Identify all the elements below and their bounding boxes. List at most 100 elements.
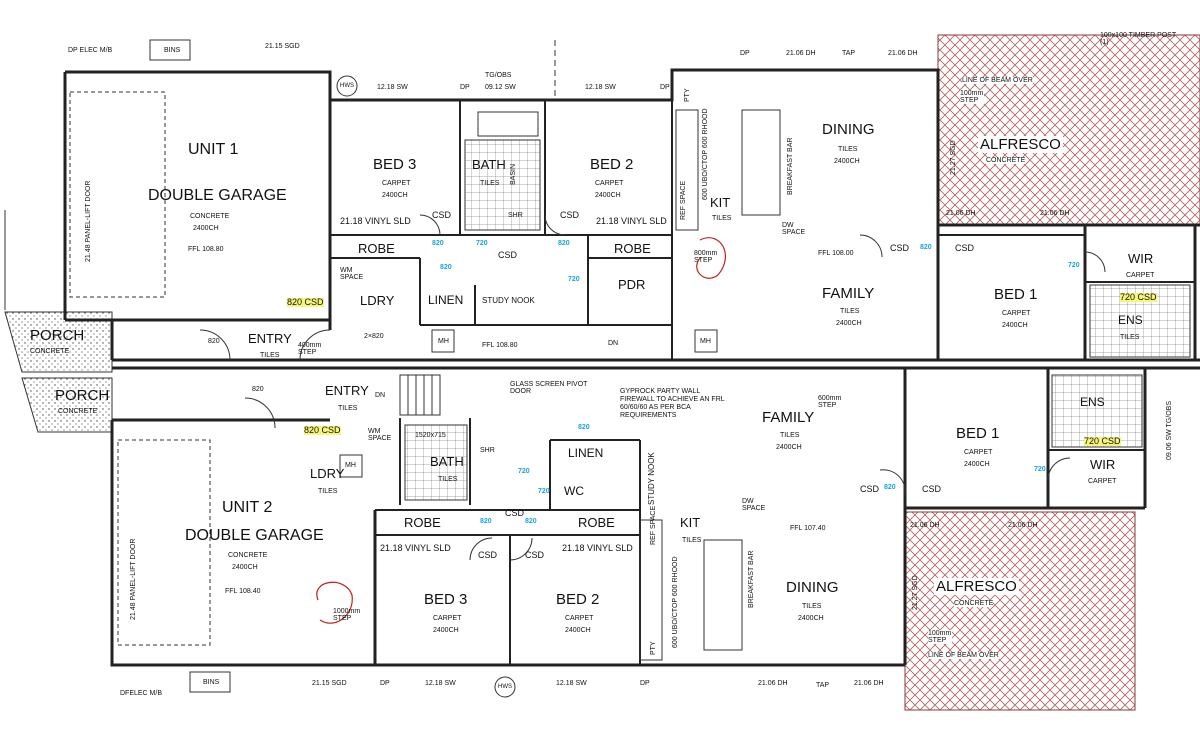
unit2-ens: ENS	[1080, 395, 1105, 409]
unit2-wir-carpet: CARPET	[1088, 478, 1117, 485]
unit2-door-820-d: 820	[884, 484, 896, 491]
unit1-door-720-b: 720	[568, 276, 580, 283]
unit1-shr: SHR	[508, 212, 523, 219]
unit1-dh-1: 21.06 DH	[786, 50, 816, 57]
unit1-kit: KIT	[710, 195, 731, 210]
unit1-csd-bed3: CSD	[432, 210, 452, 220]
unit2-ldry: LDRY	[310, 466, 345, 481]
unit2-pty: PTY	[650, 641, 657, 655]
unit1-dh-3: 21.06 DH	[946, 210, 976, 217]
unit1-dining-tiles: TILES	[838, 146, 858, 153]
unit1-dp-3: DP	[740, 50, 750, 57]
unit1-door-820-d: 820	[920, 244, 932, 251]
unit1-interior	[69, 91, 1195, 360]
unit2-sgd-side: 21.27 SGD	[912, 575, 919, 610]
unit2-dw-space: DW SPACE	[742, 498, 766, 512]
unit1-csd-720: 720 CSD	[1120, 292, 1157, 302]
unit2-porch: PORCH	[55, 387, 110, 404]
unit2-step-100: 100mm STEP	[928, 630, 952, 644]
unit1-2x820: 2×820	[364, 333, 384, 340]
unit2-dh-2: 21.06 DH	[854, 680, 884, 687]
alfresco-bottom-hatch	[904, 511, 1136, 711]
unit2-hws: HWS	[498, 684, 512, 690]
unit1-dn: DN	[608, 340, 619, 347]
red-annotation-bottom	[316, 581, 353, 624]
unit2-door-720-c: 720	[1034, 466, 1046, 473]
unit1-wir-carpet: CARPET	[1126, 272, 1155, 279]
unit2-bed3-ch: 2400CH	[433, 627, 459, 634]
unit2-dp-2: DP	[640, 680, 650, 687]
unit2-bath-size: 1520x715	[415, 432, 446, 439]
unit1-bed3-carpet: CARPET	[382, 180, 411, 187]
unit1-wir: WIR	[1128, 251, 1154, 266]
unit2-door-720-a: 720	[518, 468, 530, 475]
unit2-bed3: BED 3	[424, 591, 468, 608]
unit1-csd-family: CSD	[890, 243, 910, 253]
unit2-bed1: BED 1	[956, 425, 1000, 442]
unit2-garage-title: DOUBLE GARAGE	[185, 527, 324, 544]
unit1-garage-floor: CONCRETE	[190, 213, 230, 220]
unit2-ref-space: REF SPACE	[650, 505, 657, 545]
unit1-ffl-108: FFL 108.00	[818, 250, 854, 257]
unit2-entry: ENTRY	[325, 383, 369, 398]
unit2-csd-720: 720 CSD	[1084, 436, 1121, 446]
unit1-walls	[63, 68, 1200, 370]
unit1-ref-space: REF SPACE	[680, 180, 687, 220]
unit2-wc: WC	[564, 484, 584, 498]
unit1-door-820-a: 820	[432, 240, 444, 247]
unit1-pty: PTY	[684, 88, 691, 102]
unit1-kit-tiles: TILES	[712, 215, 732, 222]
unit2-elec: DFELEC M/B	[120, 690, 163, 697]
unit1-wm-space: WM SPACE	[340, 267, 364, 281]
stairs	[399, 374, 441, 416]
unit1-panel-door: 21.48 PANEL-LIFT DOOR	[85, 180, 92, 262]
unit1-study-nook: STUDY NOOK	[482, 296, 535, 305]
unit2-sw-1: 12.18 SW	[425, 680, 456, 687]
unit2-bed2-ch: 2400CH	[565, 627, 591, 634]
unit2-csd-bed2: CSD	[525, 550, 545, 560]
unit2-alfresco: ALFRESCO	[934, 578, 1019, 595]
door-swings	[199, 214, 1106, 561]
unit2-dh-3: 21.06 DH	[910, 522, 940, 529]
unit1-dh-4: 21.06 DH	[1040, 210, 1070, 217]
unit1-sw-1: 12.18 SW	[377, 84, 408, 91]
unit1-elec: DP ELEC M/B	[68, 47, 113, 54]
unit1-tg: TG/OBS	[485, 72, 512, 79]
unit2-kit: KIT	[680, 515, 701, 530]
unit2-csd-bed3: CSD	[478, 550, 498, 560]
unit1-mh-right: MH	[700, 338, 711, 345]
unit2-study-nook: STUDY NOOK	[647, 452, 656, 505]
unit2-csd-bed1: CSD	[922, 484, 942, 494]
unit2-family: FAMILY	[762, 409, 815, 426]
unit1-door-820-b: 820	[558, 240, 570, 247]
unit2-tap: TAP	[816, 682, 830, 689]
unit1-dp-2: DP	[660, 84, 670, 91]
unit1-door-720-a: 720	[476, 240, 488, 247]
unit2-mh: MH	[345, 462, 356, 469]
unit2-alfresco-floor: CONCRETE	[954, 600, 994, 607]
unit2-kit-tiles: TILES	[682, 537, 702, 544]
unit2-garage-ch: 2400CH	[232, 564, 258, 571]
unit2-glass-screen: GLASS SCREEN PIVOT DOOR	[510, 381, 588, 395]
unit1-timber-post: 100x100 TIMBER POST (1)	[1100, 32, 1176, 46]
unit2-bed3-vinyl: 21.18 VINYL SLD	[380, 543, 451, 553]
unit1-sw-2: 09.12 SW	[485, 84, 516, 91]
unit1-bed3: BED 3	[373, 156, 417, 173]
unit1-robe-right: ROBE	[614, 241, 651, 256]
unit1-bath-tiles: TILES	[480, 180, 500, 187]
unit1-family: FAMILY	[822, 285, 875, 302]
unit1-csd-bed2: CSD	[560, 210, 580, 220]
unit1-ffl-mid: FFL 108.80	[482, 342, 518, 349]
unit1-door-820-c: 820	[440, 264, 452, 271]
unit2-entry-floor: TILES	[338, 405, 358, 412]
unit1-alfresco-floor: CONCRETE	[986, 157, 1026, 164]
unit2-bins: BINS	[203, 679, 220, 686]
unit1-step-800: 800mm STEP	[694, 250, 718, 264]
unit2-sw-2: 12.18 SW	[556, 680, 587, 687]
unit1-csd-bed1: CSD	[955, 243, 975, 253]
unit1-sw-3: 12.18 SW	[585, 84, 616, 91]
unit2-linen: LINEN	[568, 446, 604, 460]
unit1-tap: TAP	[842, 50, 856, 57]
unit2-dining: DINING	[786, 579, 839, 596]
unit2-bath-tiles: TILES	[438, 476, 458, 483]
